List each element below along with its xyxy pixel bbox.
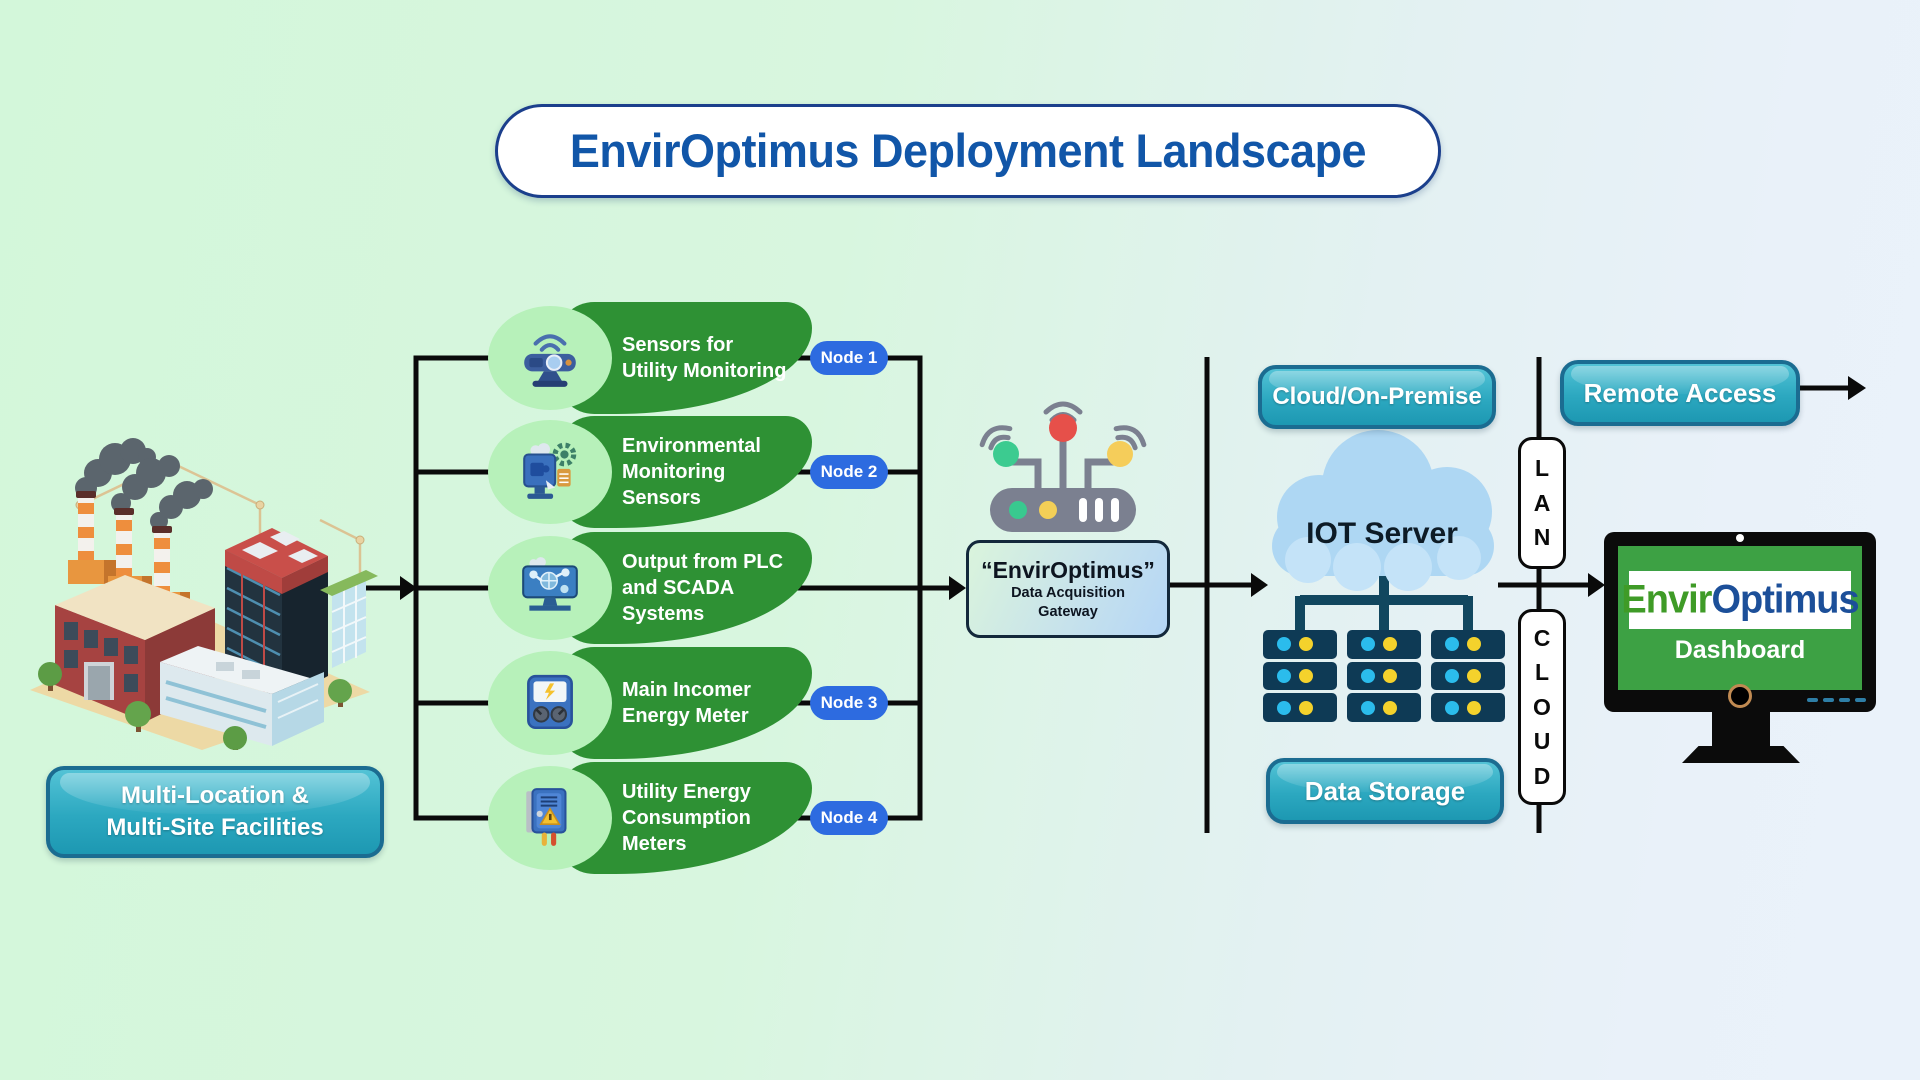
server-unit (1431, 693, 1505, 723)
data-storage-text: Data Storage (1304, 775, 1466, 806)
monitor-top-dot (1736, 534, 1744, 542)
node-row-plc-scada: Output from PLC and SCADA Systems (480, 526, 910, 650)
iot-server-label: IOT Server (1306, 517, 1458, 550)
status-led-cyan (1277, 637, 1291, 652)
server-unit (1347, 693, 1421, 723)
node-icon-bubble (488, 536, 612, 640)
node-row-utility-sensors: Sensors for Utility Monitoring Node 1 (480, 296, 910, 420)
data-storage-label: Data Storage (1266, 758, 1504, 824)
status-led-cyan (1361, 669, 1375, 683)
camera-sensor-icon (524, 334, 576, 387)
utility-meter-icon (526, 788, 567, 846)
status-led-yellow (1383, 700, 1397, 715)
monitor-stand-neck (1712, 712, 1770, 746)
node-label: Output from PLC and SCADA Systems (622, 551, 784, 625)
server-rack (1263, 630, 1337, 723)
status-led-yellow (1383, 669, 1397, 683)
gateway-title: “EnvirOptimus” (981, 557, 1155, 584)
cloud-text: CLOUD (1533, 624, 1551, 789)
gateway-subtitle-line2: Gateway (1038, 603, 1098, 620)
brand-optimus: Optimus (1711, 577, 1859, 622)
status-led-yellow (1299, 637, 1313, 652)
server-rack (1347, 630, 1421, 723)
node-badge: Node 1 (810, 341, 888, 375)
remote-access-label: Remote Access (1560, 360, 1800, 426)
factory-buildings-illustration (30, 438, 378, 750)
node-badge: Node 4 (810, 801, 888, 835)
node-icon-bubble (488, 651, 612, 755)
lan-text: LAN (1533, 455, 1551, 551)
status-led-cyan (1445, 700, 1459, 715)
node-row-environmental-sensors: Environmental Monitoring Sensors Node 2 (480, 410, 910, 534)
server-unit (1347, 661, 1421, 691)
facilities-label-text: Multi-Location & Multi-Site Facilities (106, 781, 324, 841)
node-label: Main Incomer Energy Meter (622, 679, 751, 727)
node-icon-bubble (488, 420, 612, 524)
node-label: Environmental Monitoring Sensors (622, 435, 761, 509)
node-capsule: Environmental Monitoring Sensors (556, 416, 812, 528)
node-row-utility-consumption-meters: Utility Energy Consumption Meters Node 4 (480, 756, 910, 880)
status-led-cyan (1445, 669, 1459, 683)
cloud-on-premise-label: Cloud/On-Premise (1258, 365, 1496, 429)
server-unit (1263, 661, 1337, 691)
lan-divider-label: LAN (1518, 437, 1566, 569)
server-unit (1431, 630, 1505, 659)
gateway-subtitle-line1: Data Acquisition (1011, 585, 1125, 602)
monitor-camera-icon (1728, 684, 1752, 708)
monitor-stand-base (1682, 746, 1800, 763)
node-icon-bubble (488, 306, 612, 410)
status-led-yellow (1467, 637, 1481, 652)
monitor-buttons (1807, 698, 1866, 702)
node-badge: Node 3 (810, 686, 888, 720)
server-unit (1263, 693, 1337, 723)
facilities-label: Multi-Location & Multi-Site Facilities (46, 766, 384, 858)
page-title: EnvirOptimus Deployment Landscape (569, 123, 1367, 178)
cloud-on-premise-text: Cloud/On-Premise (1272, 383, 1482, 410)
cloud-icon (1272, 430, 1494, 591)
status-led-cyan (1445, 637, 1459, 652)
status-led-yellow (1299, 669, 1313, 683)
node-label: Utility Energy Consumption Meters (622, 781, 751, 855)
status-led-cyan (1361, 700, 1375, 715)
plc-scada-icon (522, 557, 578, 611)
remote-access-text: Remote Access (1583, 377, 1777, 408)
node-icon-bubble (488, 766, 612, 870)
server-unit (1431, 661, 1505, 691)
node-row-main-incomer-meter: Main Incomer Energy Meter Node 3 (480, 641, 910, 765)
diagram-title-banner: EnvirOptimus Deployment Landscape (495, 104, 1441, 198)
status-led-yellow (1383, 637, 1397, 652)
energy-meter-icon (527, 674, 573, 730)
status-led-cyan (1277, 669, 1291, 683)
status-led-yellow (1299, 700, 1313, 715)
status-led-yellow (1467, 700, 1481, 715)
status-led-yellow (1467, 669, 1481, 683)
node-badge: Node 2 (810, 455, 888, 489)
status-led-cyan (1277, 700, 1291, 715)
dashboard-label: Dashboard (1674, 636, 1806, 664)
server-rack (1431, 630, 1505, 723)
node-label: Sensors for Utility Monitoring (622, 334, 787, 382)
wireless-router-icon (979, 401, 1147, 532)
cloud-divider-label: CLOUD (1518, 609, 1566, 805)
brand-envir: Envir (1621, 577, 1712, 622)
environment-sensor-icon (523, 442, 577, 499)
server-unit (1347, 630, 1421, 659)
status-led-cyan (1361, 637, 1375, 652)
server-unit (1263, 630, 1337, 659)
data-acquisition-gateway: “EnvirOptimus” Data Acquisition Gateway (966, 540, 1170, 638)
